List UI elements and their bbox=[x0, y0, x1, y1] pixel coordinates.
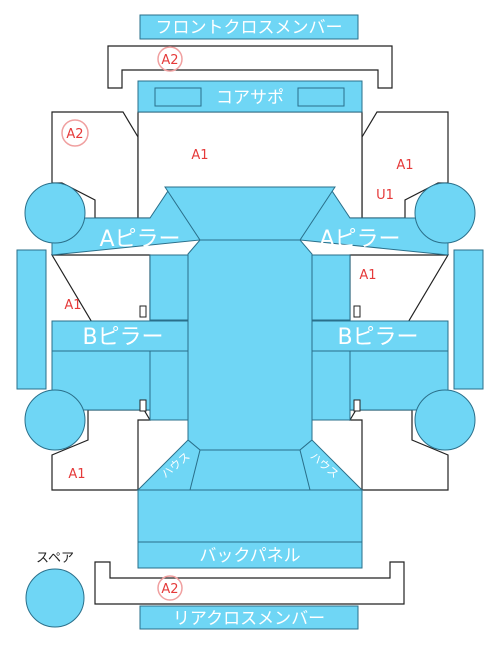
b-pillar-left[interactable] bbox=[51, 320, 189, 352]
rear-a2-marker: A2 bbox=[161, 582, 178, 597]
left-rear-door[interactable] bbox=[51, 350, 151, 411]
a-pillar-left-label: Aピラー bbox=[99, 227, 180, 252]
rear-left-wheel[interactable] bbox=[24, 389, 86, 451]
core-support-left-slot bbox=[154, 87, 202, 107]
front-bracket bbox=[107, 45, 393, 89]
trunk-lid[interactable] bbox=[137, 489, 363, 543]
roof[interactable] bbox=[187, 239, 313, 451]
back-panel[interactable] bbox=[137, 541, 363, 569]
right-mid-a1-marker: A1 bbox=[359, 268, 376, 283]
spare-tire[interactable] bbox=[25, 568, 85, 628]
left-rear-handle bbox=[139, 399, 147, 412]
core-support-right-slot bbox=[297, 87, 345, 107]
right-rear-handle bbox=[353, 399, 361, 412]
back-panel-label: バックパネル bbox=[199, 546, 300, 566]
front-cross-member[interactable] bbox=[139, 14, 359, 40]
front-cross-member-label: フロントクロスメンバー bbox=[156, 18, 343, 38]
spare-label: スペア bbox=[36, 551, 74, 566]
left-top-a2-marker: A2 bbox=[66, 127, 83, 142]
front-a2-circle bbox=[157, 46, 183, 72]
right-front-handle bbox=[353, 305, 361, 318]
left-inner-panel-upper[interactable] bbox=[149, 254, 189, 321]
left-bottom-a1-marker: A1 bbox=[68, 467, 85, 482]
b-pillar-right-label: Bピラー bbox=[337, 325, 418, 350]
b-pillar-left-label: Bピラー bbox=[82, 325, 163, 350]
right-rear-inner[interactable] bbox=[311, 350, 351, 421]
left-side-skirt[interactable] bbox=[16, 249, 47, 390]
left-rear-inner[interactable] bbox=[149, 350, 189, 421]
right-rear-door[interactable] bbox=[349, 350, 449, 411]
rear-bracket bbox=[94, 561, 405, 605]
a-pillar-right-label: Aピラー bbox=[319, 227, 400, 252]
right-top-a1-marker: A1 bbox=[396, 158, 413, 173]
right-u1-marker: U1 bbox=[376, 188, 394, 203]
front-left-wheel[interactable] bbox=[24, 182, 86, 244]
rear-a2-circle bbox=[157, 575, 183, 601]
b-pillar-right[interactable] bbox=[311, 320, 449, 352]
rear-cross-member-label: リアクロスメンバー bbox=[173, 609, 325, 629]
front-right-wheel[interactable] bbox=[414, 182, 476, 244]
left-top-a2-circle bbox=[61, 119, 89, 147]
center-a1-marker: A1 bbox=[191, 148, 208, 163]
left-mid-a1-marker: A1 bbox=[64, 298, 81, 313]
right-side-skirt[interactable] bbox=[453, 249, 484, 390]
right-inner-panel-upper[interactable] bbox=[311, 254, 351, 321]
left-front-handle bbox=[139, 305, 147, 318]
rear-cross-member[interactable] bbox=[139, 605, 359, 630]
core-support-label: コアサポ bbox=[216, 88, 284, 108]
front-a2-marker: A2 bbox=[161, 53, 178, 68]
rear-right-wheel[interactable] bbox=[414, 389, 476, 451]
